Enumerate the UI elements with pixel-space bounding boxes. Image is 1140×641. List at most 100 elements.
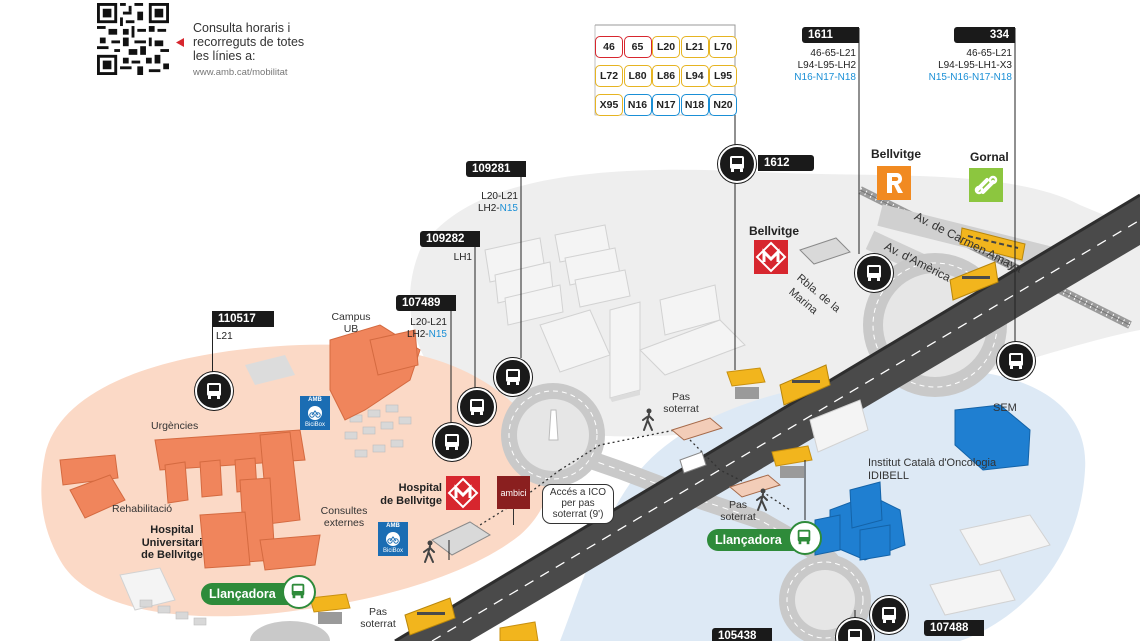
consultes-externes-label: Consultes externes [316,505,372,529]
line-badge-n17[interactable]: N17 [652,94,680,116]
bicibox-label: BiciBox [382,548,403,554]
line-badge-65[interactable]: 65 [623,36,652,58]
bus-stop-icon[interactable] [433,423,471,461]
bus-stop-icon[interactable] [997,342,1035,380]
line-badge-l86[interactable]: L86 [652,65,680,87]
campus-ub-line-1: Campus [331,311,371,323]
stop-107489-line-2: LH2- [406,329,429,340]
bus-stop-icon[interactable] [195,372,233,410]
urgencies-label: Urgències [151,420,199,432]
bus-stop-icon[interactable] [494,358,532,396]
line-badge-l21[interactable]: L21 [680,36,709,58]
stop-1611-lines: 46-65-L21 L94-L95-LH2 N16-N17-N18 [780,48,856,84]
acces-ico-line-3: soterrat (9') [552,509,604,520]
bicibox-icon[interactable]: AMB BiciBox [378,522,408,556]
line-badge-l95[interactable]: L95 [709,65,737,87]
sem-label: SEM [993,402,1017,414]
stop-1611-tag[interactable]: 1611 [802,27,859,43]
line-badge-l20[interactable]: L20 [652,36,680,58]
ambici-station-icon[interactable]: ambici [497,476,530,509]
stop-334-night: N15-N16-N17-N18 [928,72,1012,83]
llancadora-hospital-label: Llançadora [209,587,276,601]
rehabilitacio-label: Rehabilitació [112,503,173,515]
bus-stop-icon[interactable] [458,388,496,426]
line-badge-n18[interactable]: N18 [680,94,709,116]
stop-1611-line-2: L94-L95-LH2 [797,60,856,71]
llancadora-shuttle-hospital[interactable]: Llançadora [201,575,316,609]
rodalies-station-label: Bellvitge [871,147,922,161]
pas-soterrat-1-line-2: soterrat [663,403,699,415]
ico-label: Institut Català d'Oncologia IDIBELL [868,457,996,483]
stop-109281-night: N15 [499,203,518,214]
pas-soterrat-label-3: Pas soterrat [357,606,399,630]
pas-soterrat-2-line-2: soterrat [720,511,756,523]
bicibox-amb-label: AMB [308,397,322,403]
campus-ub-label: Campus UB [330,311,372,335]
line-badge-l70[interactable]: L70 [709,36,737,58]
stop-107489-line-1: L20-L21 [410,317,447,328]
pedestrian-icon [756,488,768,511]
stop-109281-line-2: LH2- [477,203,500,214]
stop-110517-tag[interactable]: 110517 [212,311,274,327]
consultes-line-2: externes [323,517,365,529]
hospital-universitari-line-3: de Bellvitge [141,549,203,561]
gornal-station-label: Gornal [970,150,1009,164]
bicibox-icon[interactable]: AMB BiciBox [300,396,330,430]
stop-107489-tag[interactable]: 107489 [396,295,456,311]
ico-line-2: IDIBELL [868,470,909,482]
bus-stop-icon[interactable] [718,145,756,183]
campus-ub-line-2: UB [343,323,359,335]
stop-334-lines: 46-65-L21 L94-L95-LH1-X3 N15-N16-N17-N18 [905,48,1012,84]
stop-109282-tag[interactable]: 109282 [420,231,480,247]
stop-109281-lines: L20-L21 LH2-N15 [455,191,518,215]
line-badge-l94[interactable]: L94 [680,65,709,87]
llancadora-shuttle-ico[interactable]: Llançadora [707,521,822,555]
info-line-3: les línies a: [193,49,256,63]
ambici-pole [513,509,514,525]
pas-soterrat-3-line-1: Pas [368,606,388,618]
stop-1612-tag[interactable]: 1612 [758,155,814,171]
rodalies-station-icon[interactable] [877,166,911,200]
stop-334-tag[interactable]: 334 [954,27,1015,43]
stop-110517-lines: L21 [216,331,233,342]
bus-stop-icon[interactable] [870,596,908,634]
hospital-bellvitge-line-2: de Bellvitge [380,494,442,507]
acces-ico-line-2: per pas [561,498,595,509]
pas-soterrat-label-2: Pas soterrat [717,499,759,523]
hospital-bellvitge-line-1: Hospital [398,482,442,494]
line-badge-n16[interactable]: N16 [623,94,652,116]
stop-109282-lines: LH1 [453,252,472,263]
stop-1611-night: N16-N17-N18 [794,72,856,83]
shuttle-bus-icon [787,521,822,555]
stop-109281-tag[interactable]: 109281 [466,161,526,177]
info-line-2: recorreguts de totes [193,35,305,49]
acces-ico-text: Accés a ICO per pas soterrat (9') [543,485,613,520]
bicibox-label: BiciBox [304,422,325,428]
bus-stop-icon[interactable] [855,254,893,292]
shuttle-bus-icon [281,575,316,609]
ico-line-1: Institut Català d'Oncologia [868,457,997,469]
stop-334-line-1: 46-65-L21 [966,48,1012,59]
line-badge-n20[interactable]: N20 [709,94,737,116]
pas-soterrat-3-line-2: soterrat [360,618,396,630]
line-badge-l72[interactable]: L72 [595,65,623,87]
hospital-universitari-line-1: Hospital [150,524,194,536]
metro-icon[interactable] [446,476,480,510]
line-badge-x95[interactable]: X95 [595,94,623,116]
line-badge-46[interactable]: 46 [595,36,623,58]
info-text: Consulta horaris i recorreguts de totes … [193,21,304,63]
qr-code-icon[interactable] [97,3,169,75]
info-url[interactable]: www.amb.cat/mobilitat [193,67,288,78]
stop-107488-tag[interactable]: 107488 [924,620,984,636]
stop-105438-tag[interactable]: 105438 [712,628,772,641]
metro-icon[interactable] [754,240,788,274]
stop-1611-line-1: 46-65-L21 [810,48,856,59]
fgc-station-icon[interactable] [969,168,1003,202]
line-badge-l80[interactable]: L80 [623,65,652,87]
stop-107489-lines: L20-L21 LH2-N15 [384,317,447,341]
hospital-universitari-label: Hospital Universitari de Bellvitge [132,524,212,562]
pointer-triangle-icon [176,38,184,47]
stop-110517-leader [212,327,213,373]
acces-ico-callout: Accés a ICO per pas soterrat (9') [542,484,614,524]
